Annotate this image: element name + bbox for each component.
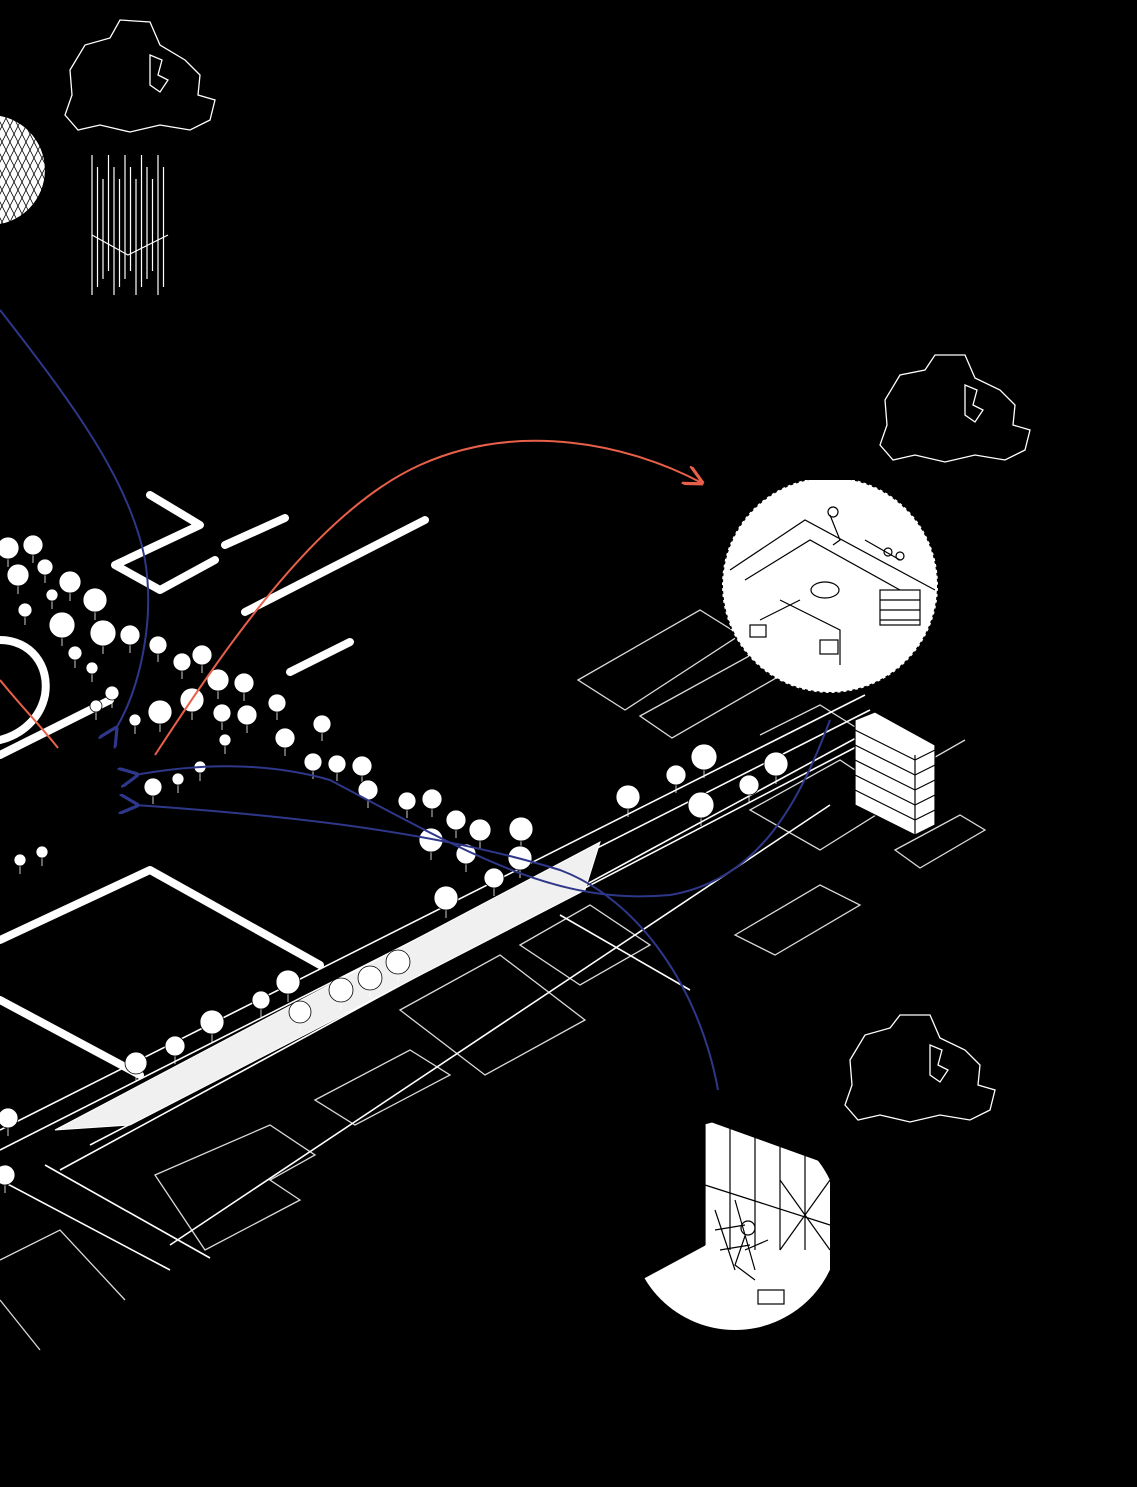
tree-icon — [23, 535, 43, 563]
tree-icon — [83, 588, 107, 620]
footprint — [155, 1125, 315, 1250]
tree-icon — [328, 755, 346, 781]
tree-icon — [234, 673, 254, 701]
vertical-stripes-motif — [92, 155, 168, 295]
road-lane — [290, 642, 350, 672]
tree-icon — [149, 636, 167, 662]
tree-icon — [0, 1165, 15, 1193]
tree-icon — [194, 761, 206, 781]
tree-icon — [666, 765, 686, 793]
plaza-outline — [0, 1000, 140, 1075]
footprint — [760, 705, 860, 735]
tree-icon — [213, 704, 231, 730]
tree-icon — [0, 1108, 18, 1136]
tree-icon — [46, 589, 58, 609]
footprint — [578, 610, 740, 710]
tree-icon — [422, 789, 442, 817]
tree-icon — [509, 817, 533, 849]
stacked-block-building — [855, 712, 935, 835]
tree-icon — [37, 559, 53, 583]
tree-icon — [68, 646, 82, 668]
footprint — [315, 1050, 450, 1125]
tree-icon — [7, 564, 29, 594]
tree-icon — [0, 537, 19, 567]
tree-icon — [172, 773, 184, 793]
tree-icon — [434, 886, 458, 918]
tree-icon — [180, 688, 204, 720]
tree-icon — [144, 778, 162, 804]
tree-icon — [219, 734, 231, 754]
tree-icon — [86, 662, 98, 682]
berlin-map-outline-icon — [65, 20, 215, 132]
berlin-map-outline-icon — [880, 355, 1030, 462]
footprint — [0, 1300, 40, 1350]
tree-icon — [90, 700, 102, 720]
tree-icon — [18, 603, 32, 625]
tree-icon — [59, 571, 81, 601]
tree-icon — [237, 705, 257, 733]
building-footprints — [0, 610, 985, 1350]
footprint — [0, 1230, 125, 1300]
tree-icon — [688, 792, 714, 826]
blue-flow — [0, 310, 148, 730]
tree-icon — [173, 653, 191, 679]
tree-icon — [165, 1036, 185, 1064]
tree-icon — [14, 854, 26, 874]
construction-worker-scene — [630, 1120, 840, 1330]
lattice-facade-scene — [0, 110, 138, 230]
road-lane — [245, 520, 425, 612]
tree-canopy — [0, 535, 788, 1193]
tree-icon — [129, 714, 141, 734]
tree-icon — [616, 785, 640, 817]
berlin-map-outline-icon — [845, 1015, 995, 1122]
linear-park-strip — [55, 842, 600, 1130]
tree-icon — [268, 694, 286, 720]
tree-icon — [446, 810, 466, 838]
tree-icon — [691, 744, 717, 778]
tree-icon — [192, 645, 212, 673]
tree-icon — [469, 819, 491, 849]
tree-icon — [484, 868, 504, 896]
material-storage-scene — [720, 477, 940, 695]
road-lane — [225, 518, 285, 545]
footprint — [400, 955, 585, 1075]
tree-icon — [36, 846, 48, 866]
tree-icon — [275, 728, 295, 756]
plaza-outline — [0, 870, 320, 965]
tree-icon — [398, 792, 416, 818]
tree-icon — [200, 1010, 224, 1042]
tree-icon — [49, 612, 75, 646]
red-flow — [155, 441, 700, 755]
tree-icon — [276, 970, 300, 1002]
tree-icon — [252, 991, 270, 1017]
tree-icon — [313, 715, 331, 741]
tree-icon — [148, 700, 172, 732]
footprint — [735, 885, 860, 955]
tree-icon — [90, 620, 116, 654]
tree-icon — [764, 752, 788, 784]
tree-icon — [120, 625, 140, 653]
